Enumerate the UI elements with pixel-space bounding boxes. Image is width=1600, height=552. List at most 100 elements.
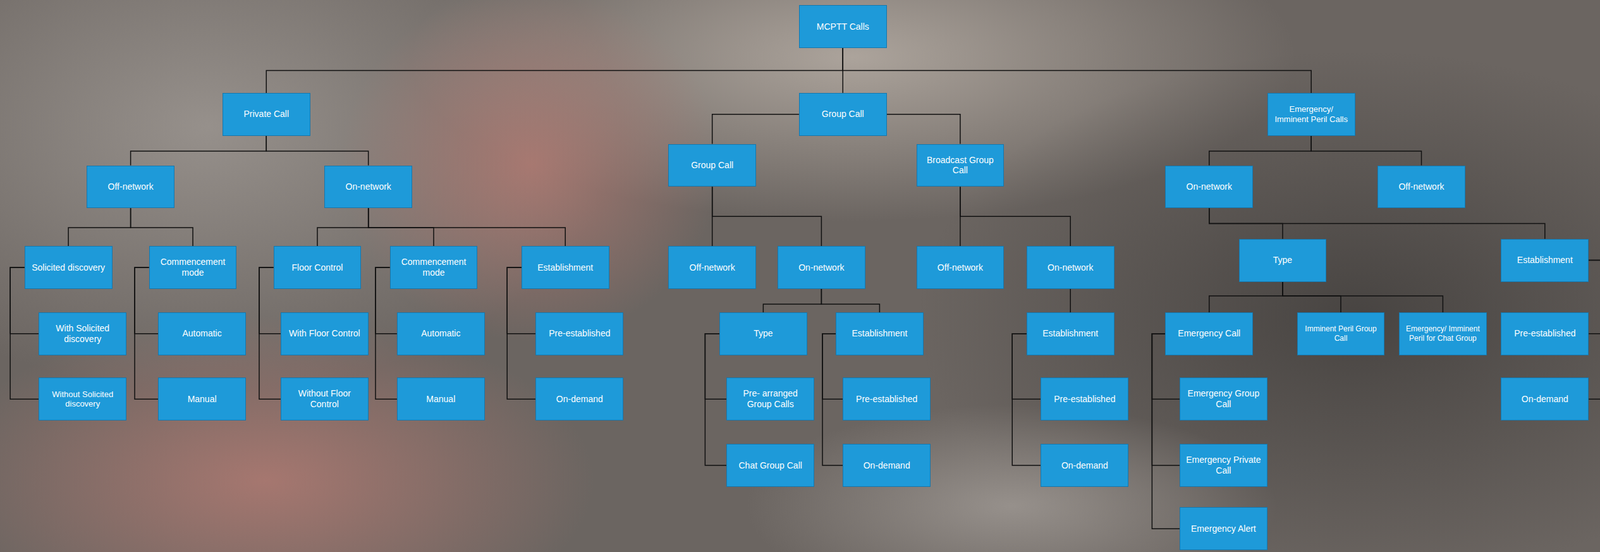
connector-line [368, 207, 434, 246]
box-label: Automatic [182, 328, 222, 339]
tree-box: Emergency Call [1165, 312, 1253, 356]
tree-box: Without Solicited discovery [38, 377, 127, 421]
box-label: Group Call [690, 159, 734, 171]
tree-box: On-network [1026, 245, 1115, 289]
tree-box: Emergency Group Call [1179, 377, 1268, 421]
box-label: Emergency/ Imminent Peril for Chat Group [1403, 324, 1483, 343]
tree-box: Broadcast Group Call [916, 144, 1005, 188]
connector-line [763, 288, 822, 313]
tree-box: Pre- arranged Group Calls [726, 377, 815, 421]
box-label: Type [753, 328, 773, 339]
box-label: Broadcast Group Call [921, 154, 1001, 177]
tree-box: With Floor Control [280, 312, 369, 356]
box-label: On-network [345, 181, 392, 193]
box-label: Pre- arranged Group Calls [730, 388, 810, 410]
box-label: MCPTT Calls [816, 21, 870, 33]
box-label: With Floor Control [288, 328, 361, 339]
connector-line [842, 48, 1312, 93]
tree-box: Commencement mode [390, 245, 478, 289]
tree-box: Emergency/ Imminent Peril Calls [1267, 92, 1356, 136]
box-label: Commencement mode [394, 256, 474, 279]
box-label: Manual [187, 393, 217, 405]
box-label: Private Call [243, 108, 289, 120]
connector-line [1282, 281, 1341, 313]
connector-line [1209, 207, 1546, 239]
tree-box: Automatic [396, 312, 485, 356]
box-label: Off-network [1398, 181, 1444, 193]
tree-box: On-demand [1040, 443, 1129, 487]
box-label: On-network [1047, 262, 1094, 274]
tree-box: Solicited discovery [24, 245, 113, 289]
tree-box: Group Call [799, 92, 887, 136]
box-label: Chat Group Call [738, 460, 802, 471]
box-label: Without Solicited discovery [42, 389, 123, 410]
box-label: Establishment [1042, 328, 1099, 339]
tree-box: Establishment [835, 312, 924, 356]
tree-box: Off-network [86, 165, 175, 209]
box-label: Emergency/ Imminent Peril Calls [1271, 104, 1351, 124]
connector-line [130, 135, 267, 166]
box-label: Establishment [851, 328, 908, 339]
tree-box: With Solicited discovery [38, 312, 127, 356]
connector-line [1311, 135, 1422, 166]
connector-line [130, 207, 193, 246]
box-label: Off-network [689, 262, 736, 274]
tree-box: Floor Control [273, 245, 362, 289]
box-label: On-demand [1521, 393, 1569, 405]
tree-box: Manual [158, 377, 246, 421]
box-label: Off-network [937, 262, 984, 274]
tree-box: Emergency/ Imminent Peril for Chat Group [1398, 312, 1487, 356]
box-label: On-demand [556, 393, 604, 405]
tree-box: Type [1239, 238, 1327, 282]
tree-box: Off-network [916, 245, 1005, 289]
tree-box: Group Call [668, 144, 757, 188]
connector-line [266, 48, 843, 93]
box-label: On-demand [863, 460, 911, 471]
tree-box: Off-network [1377, 165, 1466, 209]
connector-line [68, 207, 131, 246]
connector-line [1151, 333, 1180, 529]
tree-box: Type [719, 312, 808, 356]
box-label: Pre-established [855, 393, 918, 405]
box-label: Pre-established [1053, 393, 1116, 405]
box-label: On-network [1186, 181, 1233, 193]
connector-line [1588, 260, 1600, 334]
box-label: On-network [798, 262, 844, 274]
box-label: Type [1273, 254, 1293, 266]
photo-blur [745, 404, 1277, 552]
connector-line [317, 207, 369, 246]
tree-box: Establishment [1500, 238, 1589, 282]
tree-box: Manual [396, 377, 485, 421]
tree-box: Emergency Private Call [1179, 443, 1268, 487]
box-label: Manual [426, 393, 456, 405]
connector-line [266, 135, 368, 166]
tree-box: Establishment [521, 245, 610, 289]
box-label: Commencement mode [153, 256, 233, 279]
tree-box: On-network [324, 165, 413, 209]
box-label: Imminent Peril Group Call [1301, 324, 1381, 343]
box-label: Floor Control [292, 262, 344, 274]
tree-box: Without Floor Control [280, 377, 369, 421]
box-label: Establishment [1517, 254, 1573, 266]
connector-line [821, 288, 880, 313]
connector-line [712, 114, 800, 145]
connector-line [1070, 288, 1072, 313]
tree-box: Emergency Alert [1179, 506, 1268, 550]
box-label: With Solicited discovery [42, 323, 123, 345]
connector-line [1282, 281, 1443, 313]
box-label: Pre-established [548, 328, 611, 339]
tree-box: On-network [777, 245, 866, 289]
connector-line [1588, 260, 1600, 400]
box-label: Off-network [108, 181, 154, 193]
box-label: Solicited discovery [31, 262, 105, 274]
box-label: On-demand [1061, 460, 1109, 471]
connector-line [712, 186, 822, 246]
tree-box: Commencement mode [149, 245, 238, 289]
box-label: Without Floor Control [285, 388, 365, 410]
box-label: Emergency Private Call [1184, 454, 1264, 477]
tree-box: On-demand [535, 377, 624, 421]
tree-box: Establishment [1026, 312, 1115, 356]
connector-line [886, 114, 961, 145]
box-label: Emergency Call [1177, 328, 1241, 339]
